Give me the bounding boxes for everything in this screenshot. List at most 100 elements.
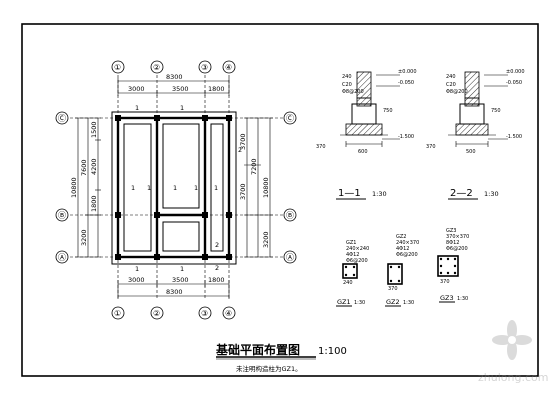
axis-bubbles-bottom: ① ② ③ ④ bbox=[111, 306, 236, 320]
svg-text:370: 370 bbox=[388, 286, 398, 292]
svg-text:-1.500: -1.500 bbox=[398, 134, 414, 140]
foundation-plan: 1 1 1 1 1 1 1 1 1 2 2 2 8300 3000 3500 1… bbox=[55, 60, 347, 373]
watermark: zhulong.com bbox=[478, 320, 548, 384]
sheet-border bbox=[21, 23, 539, 377]
svg-text:GZ2: GZ2 bbox=[396, 234, 406, 240]
svg-text:3700: 3700 bbox=[239, 183, 247, 200]
svg-text:①: ① bbox=[114, 309, 121, 318]
svg-text:Φ6@200: Φ6@200 bbox=[396, 252, 418, 258]
svg-text:240: 240 bbox=[446, 74, 456, 80]
svg-text:Ⓒ: Ⓒ bbox=[286, 114, 294, 123]
plan-note: 未注明构造柱为GZ1。 bbox=[236, 364, 302, 373]
walls bbox=[116, 116, 231, 259]
svg-text:GZ2: GZ2 bbox=[386, 298, 400, 306]
svg-text:1: 1 bbox=[147, 184, 151, 192]
section-1-1: 600 ±0.000 -0.050 -1.500 240 C20 Φ8@200 … bbox=[316, 69, 417, 200]
svg-text:1—1: 1—1 bbox=[338, 188, 361, 199]
svg-text:370×370: 370×370 bbox=[446, 234, 469, 240]
svg-text:7200: 7200 bbox=[250, 158, 258, 175]
svg-text:240: 240 bbox=[342, 74, 352, 80]
svg-text:1: 1 bbox=[173, 184, 177, 192]
svg-text:240×240: 240×240 bbox=[346, 246, 369, 252]
svg-text:C20: C20 bbox=[342, 82, 352, 88]
svg-text:Φ8@200: Φ8@200 bbox=[342, 89, 364, 95]
left-dimensions: 10800 7600 3200 1500 4200 1800 bbox=[70, 117, 101, 258]
svg-text:1: 1 bbox=[131, 184, 135, 192]
column-gz1: GZ1 240×240 4Φ12 Φ6@200 240 GZ1 1:30 bbox=[336, 240, 369, 307]
svg-text:2: 2 bbox=[215, 264, 219, 272]
svg-text:1:30: 1:30 bbox=[484, 190, 499, 198]
svg-text:1: 1 bbox=[180, 104, 184, 112]
svg-text:GZ3: GZ3 bbox=[440, 294, 454, 302]
svg-text:Ⓐ: Ⓐ bbox=[58, 253, 66, 262]
right-dimensions: 3700 3700 7200 10800 3200 bbox=[239, 117, 273, 258]
svg-text:600: 600 bbox=[358, 149, 368, 155]
column-gz2: GZ2 240×370 4Φ12 Φ6@200 370 GZ2 1:30 bbox=[385, 234, 419, 307]
svg-text:±0.000: ±0.000 bbox=[506, 69, 525, 75]
svg-text:3000: 3000 bbox=[128, 85, 145, 93]
svg-text:GZ1: GZ1 bbox=[346, 240, 356, 246]
svg-text:3200: 3200 bbox=[80, 229, 88, 246]
section-tags: 1 1 1 1 1 1 1 1 1 2 2 2 bbox=[131, 104, 242, 273]
svg-text:1:30: 1:30 bbox=[403, 300, 414, 306]
svg-text:GZ1: GZ1 bbox=[337, 298, 351, 306]
svg-text:2: 2 bbox=[238, 146, 242, 154]
svg-text:2: 2 bbox=[215, 241, 219, 249]
svg-text:①: ① bbox=[114, 63, 121, 72]
svg-text:1: 1 bbox=[194, 184, 198, 192]
plan-title: 基础平面布置图 bbox=[215, 342, 300, 357]
svg-text:8300: 8300 bbox=[166, 73, 183, 81]
svg-text:370: 370 bbox=[440, 279, 450, 285]
axis-bubbles-top: ① ② ③ ④ bbox=[111, 60, 236, 74]
svg-text:③: ③ bbox=[201, 309, 208, 318]
svg-text:Φ6@200: Φ6@200 bbox=[446, 246, 468, 252]
svg-text:8Φ12: 8Φ12 bbox=[446, 240, 459, 246]
svg-text:1: 1 bbox=[135, 104, 139, 112]
svg-text:±0.000: ±0.000 bbox=[398, 69, 417, 75]
svg-text:1:30: 1:30 bbox=[354, 300, 365, 306]
svg-text:240×370: 240×370 bbox=[396, 240, 419, 246]
watermark-logo-icon bbox=[492, 320, 532, 360]
svg-text:4200: 4200 bbox=[90, 158, 98, 175]
svg-text:8300: 8300 bbox=[166, 288, 183, 296]
svg-text:750: 750 bbox=[491, 108, 501, 114]
svg-text:④: ④ bbox=[225, 63, 232, 72]
svg-text:②: ② bbox=[153, 309, 160, 318]
svg-text:240: 240 bbox=[343, 280, 353, 286]
svg-text:3000: 3000 bbox=[128, 276, 145, 284]
svg-text:1: 1 bbox=[135, 265, 139, 273]
watermark-text: zhulong.com bbox=[478, 371, 548, 384]
axis-grid bbox=[70, 75, 285, 300]
svg-text:Ⓒ: Ⓒ bbox=[58, 114, 66, 123]
svg-text:3500: 3500 bbox=[172, 85, 189, 93]
svg-text:500: 500 bbox=[466, 149, 476, 155]
svg-text:1800: 1800 bbox=[208, 85, 225, 93]
svg-text:1500: 1500 bbox=[90, 121, 98, 138]
bottom-dimensions: 3000 3500 1800 8300 bbox=[117, 276, 230, 299]
axis-bubbles-left: Ⓒ Ⓑ Ⓐ bbox=[55, 111, 69, 264]
top-dimensions: 8300 3000 3500 1800 bbox=[117, 73, 230, 96]
svg-text:1:30: 1:30 bbox=[457, 296, 468, 302]
axis-bubbles-right: Ⓒ Ⓑ Ⓐ bbox=[283, 111, 297, 264]
svg-text:4Φ12: 4Φ12 bbox=[346, 252, 359, 258]
svg-text:370: 370 bbox=[426, 144, 436, 150]
svg-text:1: 1 bbox=[180, 265, 184, 273]
svg-text:10800: 10800 bbox=[262, 177, 270, 198]
foundation-strips bbox=[111, 111, 237, 265]
svg-text:-0.050: -0.050 bbox=[506, 80, 522, 86]
svg-text:3200: 3200 bbox=[262, 231, 270, 248]
svg-text:1800: 1800 bbox=[90, 195, 98, 212]
svg-text:GZ3: GZ3 bbox=[446, 228, 456, 234]
svg-text:-1.500: -1.500 bbox=[506, 134, 522, 140]
svg-text:Ⓐ: Ⓐ bbox=[286, 253, 294, 262]
svg-text:Φ8@200: Φ8@200 bbox=[446, 89, 468, 95]
svg-text:4Φ12: 4Φ12 bbox=[396, 246, 409, 252]
svg-text:1800: 1800 bbox=[208, 276, 225, 284]
constructional-columns bbox=[115, 115, 232, 260]
svg-text:Ⓑ: Ⓑ bbox=[58, 211, 66, 220]
svg-text:②: ② bbox=[153, 63, 160, 72]
svg-text:370: 370 bbox=[316, 144, 326, 150]
column-gz3: GZ3 370×370 8Φ12 Φ6@200 370 GZ3 1:30 bbox=[437, 228, 469, 303]
svg-text:1:30: 1:30 bbox=[372, 190, 387, 198]
svg-text:C20: C20 bbox=[446, 82, 456, 88]
